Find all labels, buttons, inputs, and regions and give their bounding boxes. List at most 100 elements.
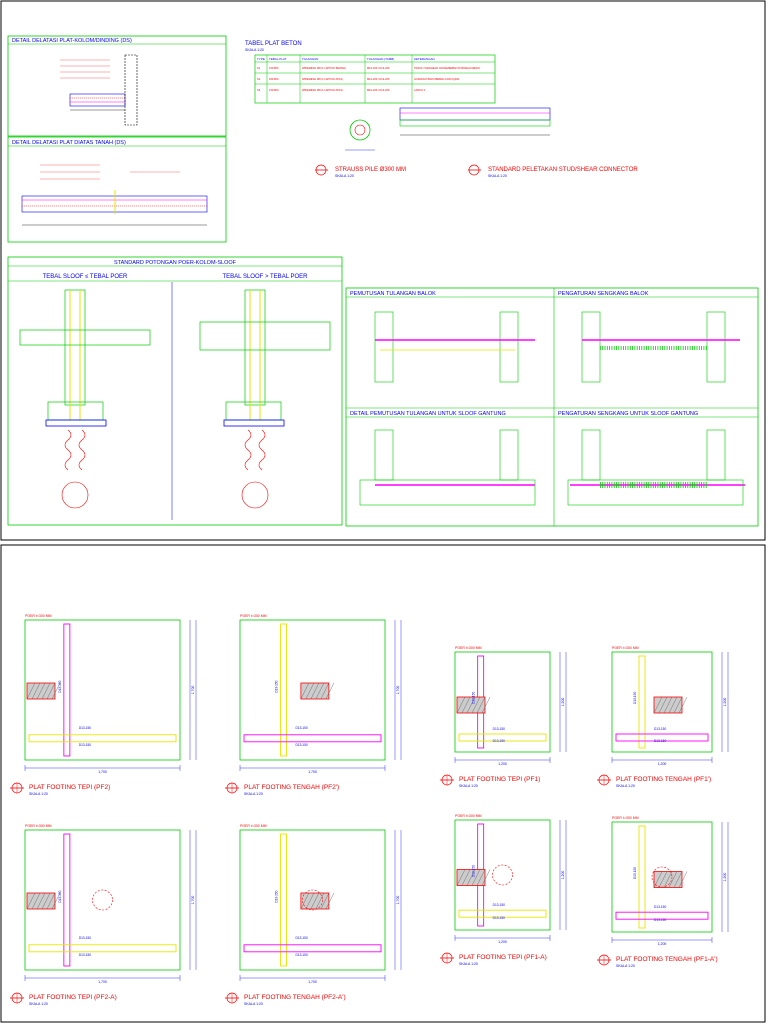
footing-plan: POER t=300 MMD13-150D13-150D13-1501,2001… [440,646,567,788]
footing-plan: POER t=300 MMD13-150D13-150D13-1501,7001… [10,614,197,796]
hatch-line [658,871,668,888]
footing-title: PLAT FOOTING TEPI (PF2-A) [29,994,117,1001]
tabel-cell: WIREMESH M8 (1 LAPIS DI ATAS) [302,88,343,92]
poer-left-title: TEBAL SLOOF ≤ TEBAL POER [43,274,128,280]
hatch-line [51,682,61,700]
footing-scale: SKALA 1:20 [244,792,263,796]
tabel-cell: M10-200 / D13-200 [367,88,390,92]
footing-poer-label: POER t=300 MM [25,614,52,618]
tabel-title: TABEL PLAT BETON [245,41,302,47]
footing-title: PLAT FOOTING TENGAH (PF1') [616,776,711,783]
hatch-line [456,869,466,886]
hatch-line [305,892,315,910]
footing-scale: SKALA 1:20 [244,1002,263,1006]
rebar-label: D13-150 [58,890,62,902]
rebar-label: D13-150 [654,918,666,922]
footing-horizontal-rebar [28,734,177,743]
hatch-line [315,682,325,700]
hatch-line [653,696,663,714]
footing-outline [454,819,551,931]
dimension-width: 1,700 [98,980,107,984]
tabel-header-cell: TYPE [257,57,265,61]
footing-title: PLAT FOOTING TEPI (PF1-A) [459,954,547,961]
footing-poer-label: POER t=300 MM [612,816,639,820]
dimension-width: 1,200 [498,940,507,944]
strauss-pile-detail: STRAUSS PILE Ø300 MM SKALA 1:20 [315,119,406,178]
footing-outline [611,651,713,753]
hatch-line [476,696,486,714]
rebar-label: D13-150 [633,692,637,704]
poer-right-title: TEBAL SLOOF > TEBAL POER [223,274,309,280]
upper-sheet-border [0,0,766,541]
tabel-cell: M10-200 / D13-200 [367,66,390,70]
footing-horizontal-rebar [458,733,547,742]
hatch-line [26,892,36,910]
hatch-line [471,869,481,886]
dimension-width: 1,200 [498,762,507,766]
hatch-line [36,682,46,700]
footing-horizontal-rebar [615,911,709,920]
hatch-line [51,892,61,910]
footing-plan: POER t=300 MMD13-150D13-150D13-1501,2001… [597,816,729,968]
stud-connector-detail: STANDARD PELETAKAN STUD/SHEAR CONNECTOR … [399,107,638,178]
rebar-label: D13-150 [296,936,308,940]
dimension-height: 1,200 [561,871,565,880]
pemutusan-balok-title: PEMUTUSAN TULANGAN BALOK [350,291,436,297]
pemutusan-sloof-title: DETAIL PEMUTUSAN TULANGAN UNTUK SLOOF GA… [350,411,506,417]
footing-scale: SKALA 1:20 [616,964,635,968]
footing-plan: POER t=300 MMD13-150D13-150D13-1501,2001… [597,646,729,788]
rebar-label: D13-150 [472,865,476,877]
footing-vertical-rebar [638,825,646,929]
tabel-cell: S1 [257,66,261,70]
tabel-scale: SKALA 1:20 [245,48,264,52]
dimension-width: 1,700 [98,770,107,774]
dimension-width: 1,200 [658,942,667,946]
footing-outline [454,651,551,753]
rebar-label: D13-150 [493,739,505,743]
rebar-label: D13-150 [493,916,505,920]
strauss-pile-scale: SKALA 1:20 [335,174,354,178]
hatch-line [668,871,678,888]
hatch-line [481,696,491,714]
hatch-line [46,682,56,700]
detail-delatasi-tanah: DETAIL DELATASI PLAT DIATAS TANAH (DS) [7,136,227,243]
footing-poer-label: POER t=300 MM [612,646,639,650]
tabel-header-cell: TULANGAN (TAMB) [367,57,394,61]
footing-plans: POER t=300 MMD13-150D13-150D13-1501,7001… [10,614,729,1006]
footing-poer-label: POER t=300 MM [240,614,267,618]
hatch-line [456,696,466,714]
footing-vertical-rebar [638,655,646,749]
footing-poer-label: POER t=300 MM [455,814,482,818]
tabel-cell: WIREMESH M8 (1 LAPIS DI BAWAH) [302,66,346,70]
lower-sheet-border [0,544,766,1023]
dimension-height: 1,700 [396,896,400,905]
hatch-line [325,892,335,910]
footing-plan: POER t=300 MMD13-150D13-150D13-1501,7001… [225,614,402,796]
hatch-line [668,696,678,714]
dimension-height: 1,700 [396,686,400,695]
footing-horizontal-rebar [615,733,709,742]
footing-outline [239,619,386,761]
title-delatasi-kolom: DETAIL DELATASI PLAT-KOLOM/DINDING (DS) [12,38,132,44]
title-delatasi-tanah: DETAIL DELATASI PLAT DIATAS TANAH (DS) [12,140,126,146]
footing-scale: SKALA 1:20 [29,792,48,796]
hatch-line [678,871,688,888]
rebar-label: D13-150 [654,727,666,731]
hatch-line [673,696,683,714]
hatch-line [320,892,330,910]
footing-horizontal-rebar [243,944,382,953]
dimension-height: 1,200 [723,698,727,707]
rebar-label: D13-150 [79,743,91,747]
hatch-line [673,871,683,888]
rebar-label: D13-150 [493,903,505,907]
tabel-header-cell: TEBAL PLAT [269,57,287,61]
dimension-height: 1,200 [723,873,727,882]
footing-horizontal-rebar [243,734,382,743]
footing-outline [24,829,181,971]
stud-connector-title: STANDARD PELETAKAN STUD/SHEAR CONNECTOR [488,167,638,173]
rebar-label: D13-150 [472,692,476,704]
sengkang-sloof-title: PENGATURAN SENGKANG UNTUK SLOOF GANTUNG [558,411,698,417]
hatch-line [476,869,486,886]
hatch-line [305,682,315,700]
